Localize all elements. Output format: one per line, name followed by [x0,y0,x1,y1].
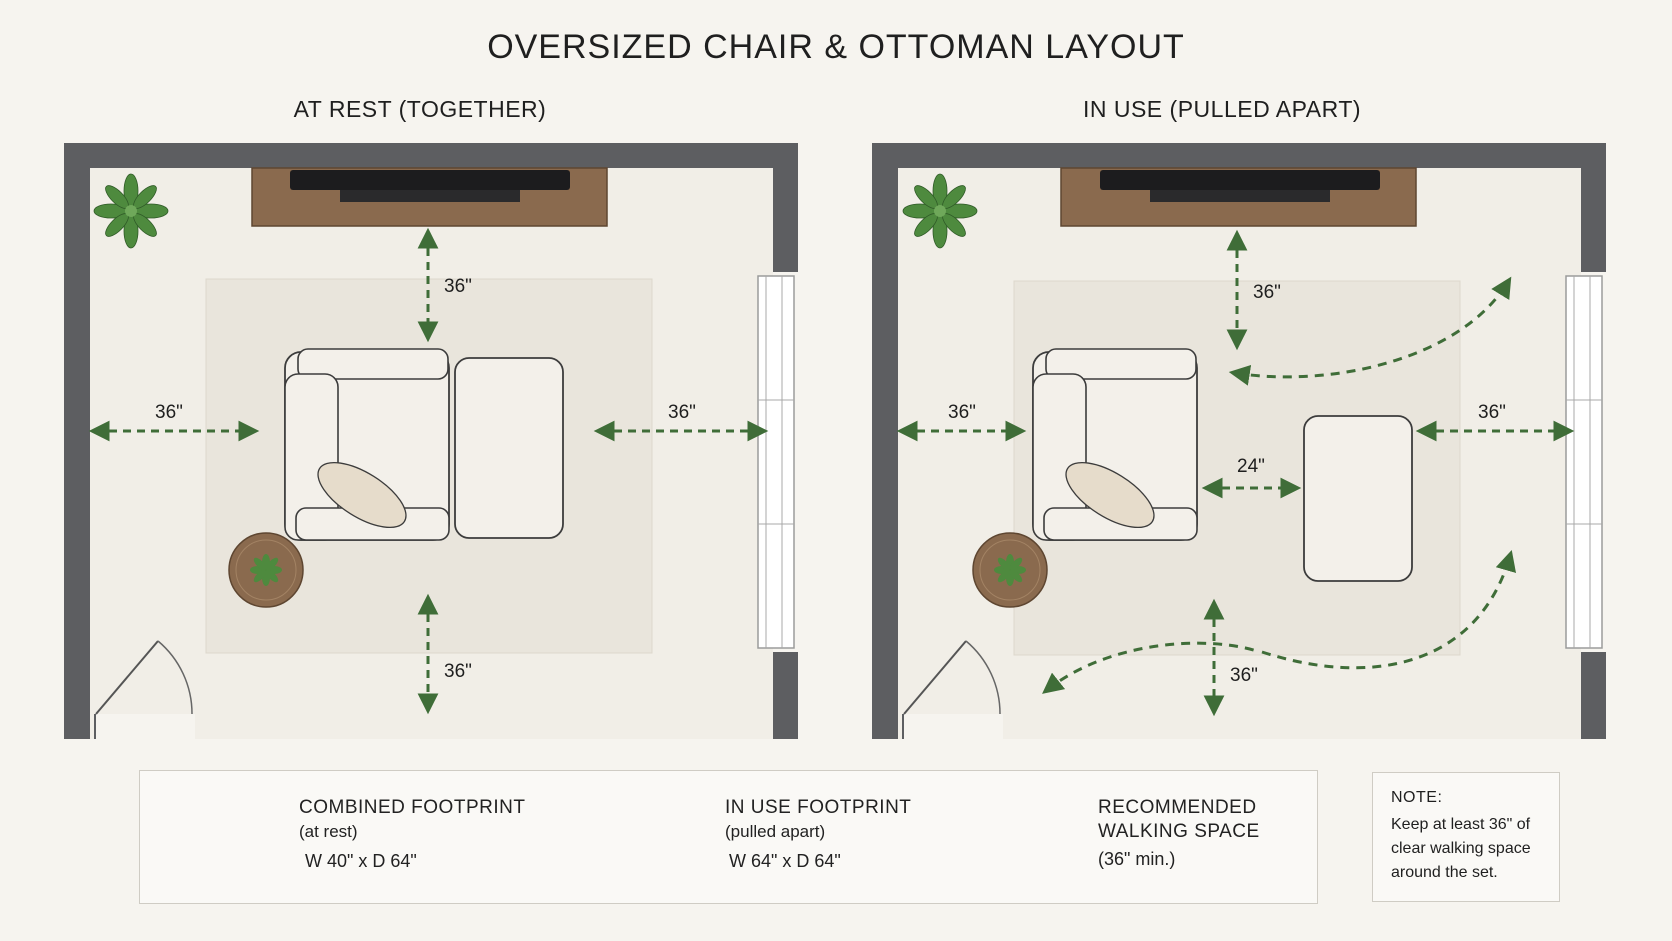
legend-combined-heading: COMBINED FOOTPRINT [299,797,526,818]
throw-pillow [1065,461,1155,529]
label-top: 36" [1253,282,1281,303]
throw-pillow [317,461,407,529]
side-table [228,532,304,608]
panel-heading-in-use: IN USE (PULLED APART) [1082,96,1362,122]
legend-in-use-heading: IN USE FOOTPRINT [725,797,912,818]
label-left: 36" [948,402,976,423]
legend-combined-text: COMBINED FOOTPRINT (at rest) W 40" x D 6… [299,796,525,873]
doorway [903,714,1003,739]
note-line-3: around the set. [1391,864,1498,881]
legend-walk-line2: WALKING SPACE [1098,821,1260,842]
label-gap: 24" [1237,456,1265,477]
door-leaf [903,640,967,715]
label-right: 36" [1478,402,1506,423]
panel-in-use: 36" 36" 36" 24" 36" [872,143,1606,739]
legend-walk-line1: RECOMMENDED [1098,797,1257,818]
ottoman [1303,415,1413,582]
legend [139,770,1318,904]
tv [290,170,570,190]
panel-at-rest: 36" 36" 36" 36" [64,143,798,739]
legend-combined-sub: (at rest) [299,822,358,841]
ottoman [454,357,564,539]
tv [1100,170,1380,190]
note-line-1: Keep at least 36" of [1391,816,1531,833]
walk-path-upper [1228,276,1512,386]
label-left: 36" [155,402,183,423]
walk-path-lower-right [1261,549,1517,670]
armchair [284,348,450,541]
legend-combined-dims: W 40" x D 64" [305,851,417,871]
armchair [1032,348,1198,541]
panel-heading-at-rest: AT REST (TOGETHER) [293,96,547,122]
label-right: 36" [668,402,696,423]
label-bottom: 36" [1230,665,1258,686]
doorway [95,714,195,739]
page-title: OVERSIZED CHAIR & OTTOMAN LAYOUT [487,28,1185,66]
legend-walk-line3: (36" min.) [1098,849,1176,869]
legend-walk-text: RECOMMENDED WALKING SPACE (36" min.) [1098,796,1260,871]
door-leaf [95,640,159,715]
note-line-2: clear walking space [1391,840,1531,857]
legend-in-use-sub: (pulled apart) [725,822,826,841]
note-box: NOTE: Keep at least 36" of clear walking… [1372,772,1560,902]
legend-in-use-dims: W 64" x D 64" [729,851,841,871]
label-top: 36" [444,276,472,297]
note-title: NOTE: [1391,789,1443,806]
side-table [972,532,1048,608]
legend-in-use-text: IN USE FOOTPRINT (pulled apart) W 64" x … [725,796,911,873]
label-bottom: 36" [444,661,472,682]
